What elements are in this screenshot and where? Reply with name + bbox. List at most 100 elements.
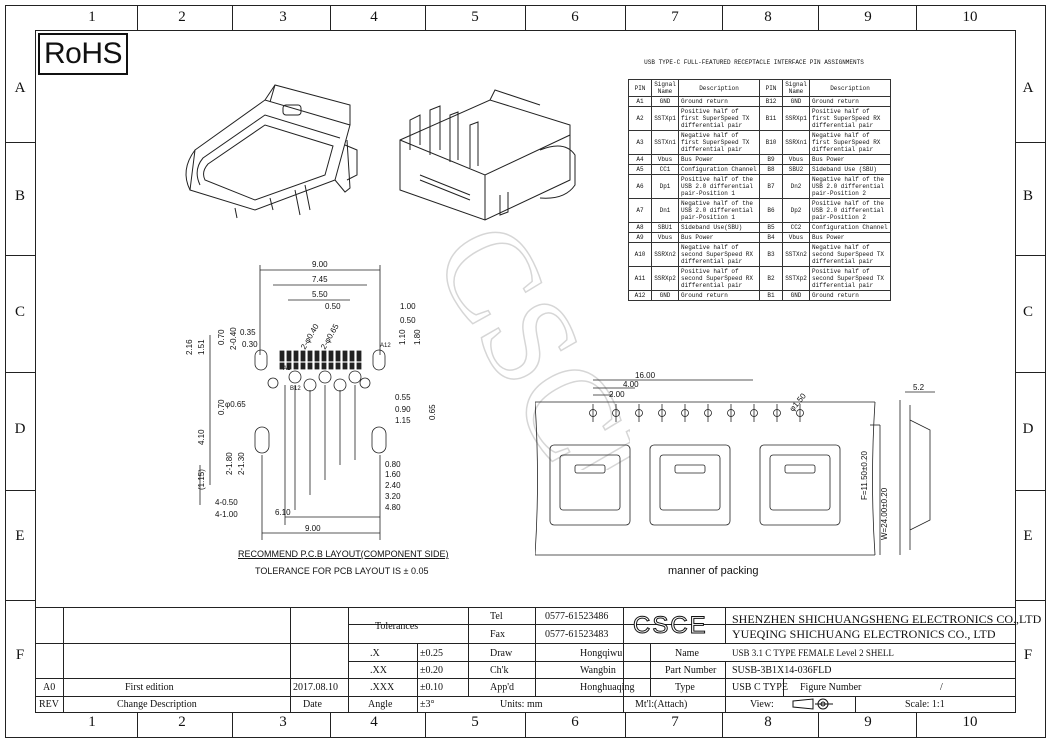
pack-dim-f: F=11.50±0.20	[860, 451, 869, 500]
dim-4-80: 4.80	[385, 503, 401, 512]
tol-x-key: .X	[370, 648, 380, 659]
pcb-pad	[293, 362, 299, 370]
header-signal: Signal Name	[651, 79, 679, 97]
dim-0-70: 0.70	[217, 329, 226, 345]
pin-cell: A2	[628, 106, 652, 131]
pcb-pad	[314, 350, 320, 362]
pcb-pad	[293, 350, 299, 362]
fax-value: 0577-61523483	[545, 629, 609, 640]
dim-1-15-paren: (1.15)	[197, 469, 206, 490]
zone-col-2: 2	[178, 714, 186, 730]
zone-row-b: B	[1022, 188, 1033, 204]
csce-logo: CSCE	[633, 612, 708, 640]
figure-number-label: Figure Number	[800, 682, 862, 693]
description-cell: Configuration Channel	[809, 222, 891, 233]
pin-cell: B2	[759, 266, 783, 291]
zone-col-1: 1	[88, 714, 96, 730]
approved-label: App'd	[490, 682, 515, 693]
pin-cell: A1	[628, 96, 652, 107]
material-label: Mt'l:(Attach)	[635, 699, 688, 710]
dim-0-80: 0.80	[385, 460, 401, 469]
drawing-inner-frame	[35, 30, 1016, 713]
description-cell: Negative half of first SuperSpeed TX dif…	[678, 130, 760, 155]
zone-divider	[425, 5, 426, 30]
dim-1-51: 1.51	[197, 339, 206, 355]
pin-table-title: USB TYPE-C FULL-FEATURED RECEPTACLE INTE…	[644, 59, 864, 66]
signal-cell: SSTXn1	[651, 130, 679, 155]
zone-col-3: 3	[279, 714, 287, 730]
description-cell: Negative half of the USB 2.0 differentia…	[809, 174, 891, 199]
dim-1-80: 1.80	[413, 329, 422, 345]
zone-col-1: 1	[88, 9, 96, 25]
pcb-pad	[356, 350, 362, 362]
header-description: Description	[678, 79, 760, 97]
csce-watermark: CSCE	[405, 200, 630, 470]
dim-0-50: 0.50	[325, 302, 341, 311]
zone-divider	[1016, 600, 1046, 601]
tol-angle-val: ±3°	[420, 699, 435, 710]
dim-2-1-80: 2-1.80	[225, 452, 234, 475]
pcb-pad	[314, 362, 320, 370]
signal-cell: GND	[651, 96, 679, 107]
name-value: USB 3.1 C TYPE FEMALE Level 2 SHELL	[732, 648, 894, 658]
zone-row-b: B	[14, 188, 25, 204]
zone-divider	[818, 713, 819, 738]
dim-0-55: 0.55	[395, 393, 411, 402]
description-cell: Positive half of first SuperSpeed RX dif…	[809, 106, 891, 131]
zone-divider	[330, 713, 331, 738]
dim-0-30: 0.30	[242, 340, 258, 349]
dim-5-50: 5.50	[312, 290, 328, 299]
pin-cell: A5	[628, 164, 652, 175]
tol-xxx-key: .XXX	[370, 682, 395, 693]
zone-col-5: 5	[471, 9, 479, 25]
signal-cell: Dn2	[782, 174, 810, 199]
signal-cell: CC1	[651, 164, 679, 175]
pack-dim-5-2: 5.2	[913, 383, 925, 392]
signal-cell: CC2	[782, 222, 810, 233]
zone-row-f: F	[1023, 647, 1033, 663]
pin-cell: B5	[759, 222, 783, 233]
pin-label-b12: B12	[290, 386, 301, 392]
dim-9-00: 9.00	[312, 260, 328, 269]
change-description-header: Change Description	[117, 699, 197, 710]
pin-label-a12: A12	[380, 343, 391, 349]
pcb-pad	[349, 350, 355, 362]
header-pin: PIN	[628, 79, 652, 97]
pcb-pad	[321, 350, 327, 362]
dim-2-1-30: 2-1.30	[237, 452, 246, 475]
rev-a0-description: First edition	[125, 682, 174, 693]
packing-caption: manner of packing	[668, 565, 759, 577]
dim-2-dia-0-65: 2-φ0.65	[319, 322, 341, 351]
title-block: Tolerances .X ±0.25 .XX ±0.20 .XXX ±0.10…	[35, 607, 1041, 713]
zone-divider	[137, 5, 138, 30]
company-name-1: SHENZHEN SHICHUANGSHENG ELECTRONICS CO.,…	[732, 612, 1042, 626]
pin-table-header-row: PIN Signal Name Description PIN Signal N…	[628, 79, 891, 97]
dim-2-dia-0-40: 2-φ0.40	[299, 322, 321, 351]
zone-divider	[1016, 490, 1046, 491]
dim-0-35: 0.35	[240, 328, 256, 337]
zone-divider	[1016, 372, 1046, 373]
pcb-pad	[279, 350, 285, 362]
pcb-pad	[300, 350, 306, 362]
type-label: Type	[675, 682, 695, 693]
approved-value: Honghuaqing	[580, 682, 635, 693]
dim-0-50-b: 0.50	[400, 316, 416, 325]
pin-label-a1: A1	[283, 366, 291, 372]
zone-row-e: E	[1023, 528, 1033, 544]
pcb-pad	[300, 362, 306, 370]
packing-tape-drawing: 16.00 4.00 2.00 φ1.50 5.2 F=11.50±0.20 W…	[535, 371, 935, 556]
zone-divider	[625, 5, 626, 30]
pin-cell: B10	[759, 130, 783, 155]
pin-cell: A12	[628, 290, 652, 301]
draw-value: Hongqiwu	[580, 648, 623, 659]
zone-row-f: F	[15, 647, 25, 663]
zone-row-a: A	[1022, 80, 1034, 96]
signal-cell: GND	[651, 290, 679, 301]
pin-cell: A8	[628, 222, 652, 233]
pin-cell: A7	[628, 198, 652, 223]
description-cell: Sideband Use(SBU)	[678, 222, 760, 233]
